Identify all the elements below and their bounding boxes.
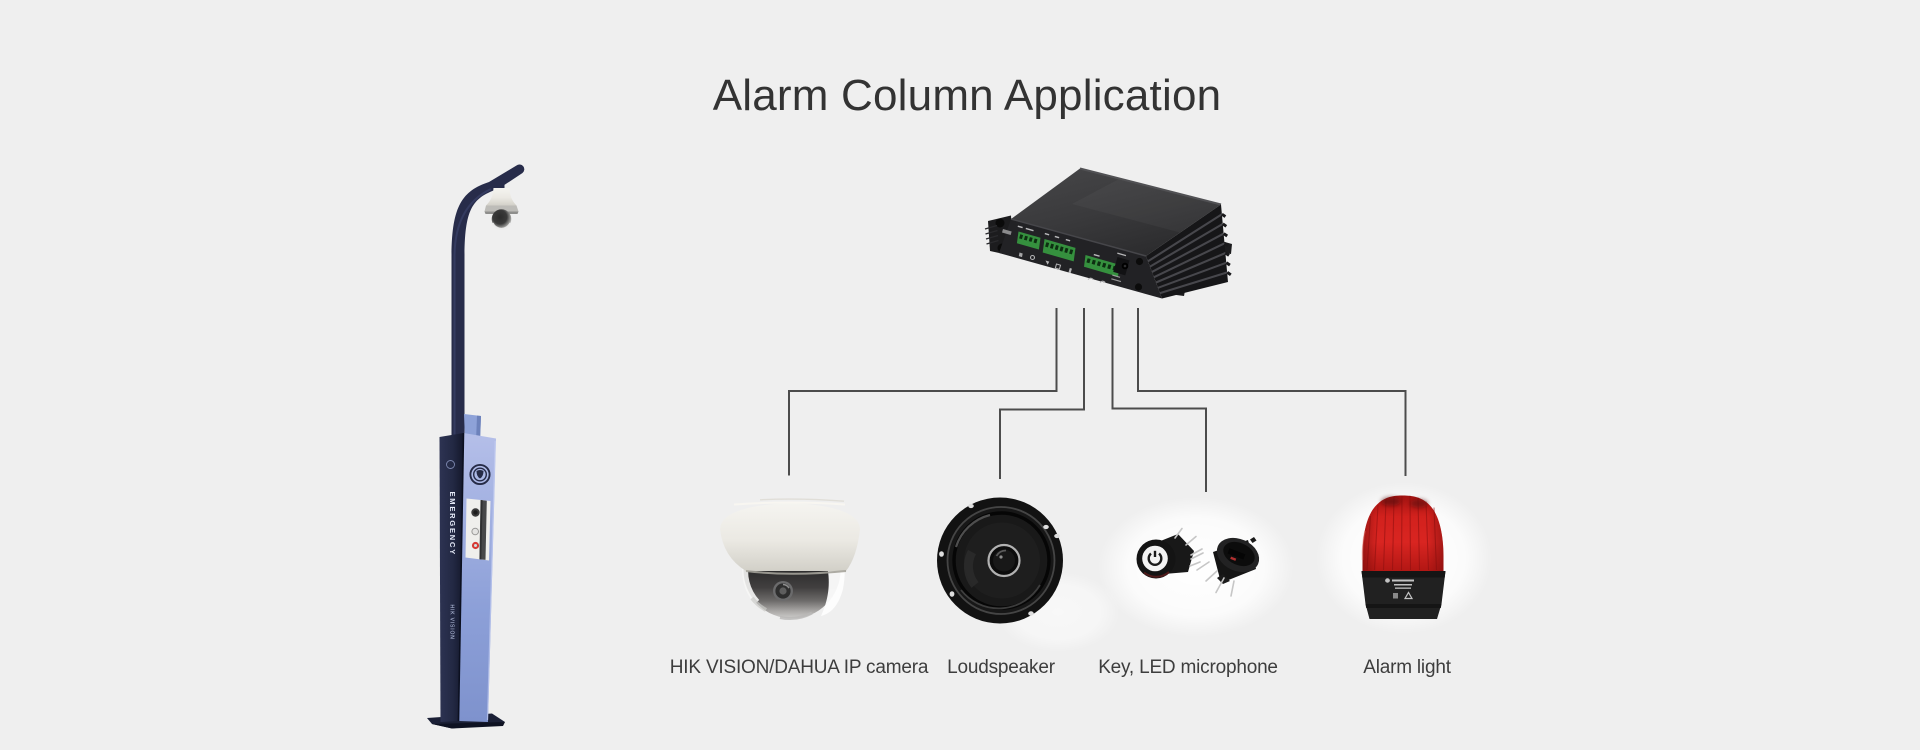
svg-text:HIK VISION: HIK VISION xyxy=(449,605,455,640)
svg-text:EMERGENCY: EMERGENCY xyxy=(448,492,457,557)
